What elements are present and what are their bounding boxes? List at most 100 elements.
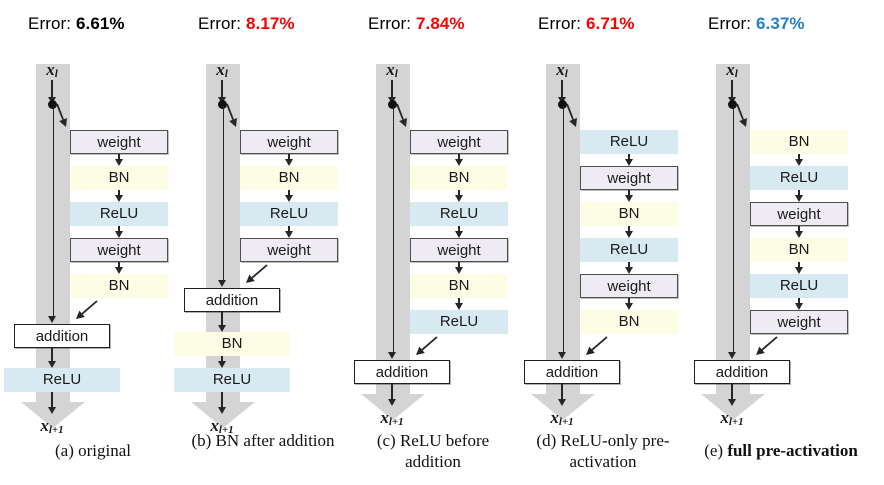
- shortcut-path-arrowhead: [361, 394, 425, 420]
- node-addition: addition: [184, 288, 280, 312]
- error-prefix-c: Error:: [368, 14, 416, 33]
- branch-connector-3: [288, 226, 290, 231]
- branch-connector-2-head: [794, 195, 803, 202]
- output-label: xl+1: [40, 416, 64, 436]
- node-weight-1: weight: [70, 130, 168, 154]
- shortcut-path-arrowhead: [191, 402, 255, 428]
- output-label: xl+1: [550, 408, 574, 428]
- caption-tag-e: (e): [704, 441, 724, 460]
- caption-tag-a: (a): [54, 441, 74, 460]
- output-arrow: [51, 392, 53, 407]
- identity-shortcut-line: [392, 106, 394, 353]
- identity-shortcut-line: [222, 106, 224, 281]
- node-weight-5: weight: [580, 274, 678, 298]
- branch-connector-3: [118, 226, 120, 231]
- identity-shortcut-line: [562, 106, 564, 353]
- node-bn-2: BN: [70, 166, 168, 190]
- identity-shortcut-arrowhead: [47, 316, 56, 323]
- shortcut-path-arrowhead: [701, 394, 765, 420]
- node-weight-4: weight: [240, 238, 338, 262]
- error-value-b: 8.17%: [245, 14, 295, 33]
- output-arrow-head: [47, 407, 56, 414]
- branch-connector-4-head: [114, 267, 123, 274]
- error-value-d: 6.71%: [585, 14, 635, 33]
- node-relu-1: ReLU: [580, 130, 678, 154]
- node-weight-1: weight: [240, 130, 338, 154]
- input-label: xl: [556, 60, 568, 80]
- error-value-a: 6.61%: [75, 14, 125, 33]
- node-weight-2: weight: [580, 166, 678, 190]
- node-bn-6: BN: [580, 310, 678, 334]
- branch-connector-3: [798, 226, 800, 231]
- caption-text-e: full pre-activation: [727, 441, 858, 460]
- node-relu-5: ReLU: [750, 274, 848, 298]
- error-value-e: 6.37%: [755, 14, 805, 33]
- branch-connector-2-head: [114, 195, 123, 202]
- branch-connector-4-head: [624, 267, 633, 274]
- input-label: xl: [216, 60, 228, 80]
- post-addition-connector-2: [221, 356, 223, 361]
- post-addition-connector-1-head: [217, 325, 226, 332]
- branch-split-arrow: [396, 103, 407, 127]
- output-arrow-head: [387, 399, 396, 406]
- branch-split-arrow: [56, 103, 67, 127]
- branch-connector-2-head: [284, 195, 293, 202]
- branch-point-dot: [48, 100, 57, 109]
- node-weight-1: weight: [410, 130, 508, 154]
- branch-connector-2: [288, 190, 290, 195]
- caption-tag-d: (d): [536, 431, 557, 450]
- branch-merge-arrow: [586, 336, 608, 355]
- caption-tag-b: (b): [191, 431, 212, 450]
- node-relu-3: ReLU: [410, 202, 508, 226]
- caption-a: (a) original: [8, 440, 178, 461]
- output-arrow: [391, 384, 393, 399]
- branch-connector-1: [458, 154, 460, 159]
- branch-connector-4-head: [454, 267, 463, 274]
- branch-point-dot: [218, 100, 227, 109]
- node-weight-6: weight: [750, 310, 848, 334]
- branch-connector-5-head: [454, 303, 463, 310]
- branch-connector-4-head: [794, 267, 803, 274]
- node-bn-3: BN: [580, 202, 678, 226]
- node-relu-post-2: ReLU: [174, 368, 290, 392]
- post-addition-connector-1: [51, 348, 53, 361]
- node-relu-3: ReLU: [70, 202, 168, 226]
- output-arrow: [221, 392, 223, 407]
- branch-connector-1: [798, 154, 800, 159]
- branch-connector-2: [798, 190, 800, 195]
- branch-point-dot: [728, 100, 737, 109]
- node-bn-2: BN: [410, 166, 508, 190]
- identity-shortcut-line: [52, 106, 54, 317]
- identity-shortcut-arrowhead: [217, 280, 226, 287]
- node-relu-post-1: ReLU: [4, 368, 120, 392]
- branch-connector-1-head: [794, 159, 803, 166]
- caption-d: (d) ReLU-only pre-activation: [518, 430, 688, 472]
- caption-e: (e) full pre-activation: [678, 440, 884, 461]
- caption-text-c: ReLU before addition: [399, 431, 490, 471]
- error-label-d: Error: 6.71%: [538, 14, 635, 34]
- branch-connector-2: [118, 190, 120, 195]
- error-label-c: Error: 7.84%: [368, 14, 465, 34]
- node-addition: addition: [524, 360, 620, 384]
- error-prefix-a: Error:: [28, 14, 76, 33]
- branch-merge-arrow: [246, 264, 268, 283]
- branch-merge-arrow: [76, 300, 98, 319]
- output-arrow-head: [557, 399, 566, 406]
- node-relu-2: ReLU: [750, 166, 848, 190]
- identity-arrow-top: [561, 80, 563, 97]
- error-label-b: Error: 8.17%: [198, 14, 295, 34]
- input-label: xl: [46, 60, 58, 80]
- branch-connector-3: [458, 226, 460, 231]
- branch-connector-1: [628, 154, 630, 159]
- output-arrow-head: [217, 407, 226, 414]
- branch-connector-1-head: [454, 159, 463, 166]
- post-addition-connector-2-head: [217, 361, 226, 368]
- branch-connector-2: [628, 190, 630, 195]
- node-bn-5: BN: [410, 274, 508, 298]
- branch-connector-2: [458, 190, 460, 195]
- branch-connector-3-head: [794, 231, 803, 238]
- branch-merge-arrow: [756, 336, 778, 355]
